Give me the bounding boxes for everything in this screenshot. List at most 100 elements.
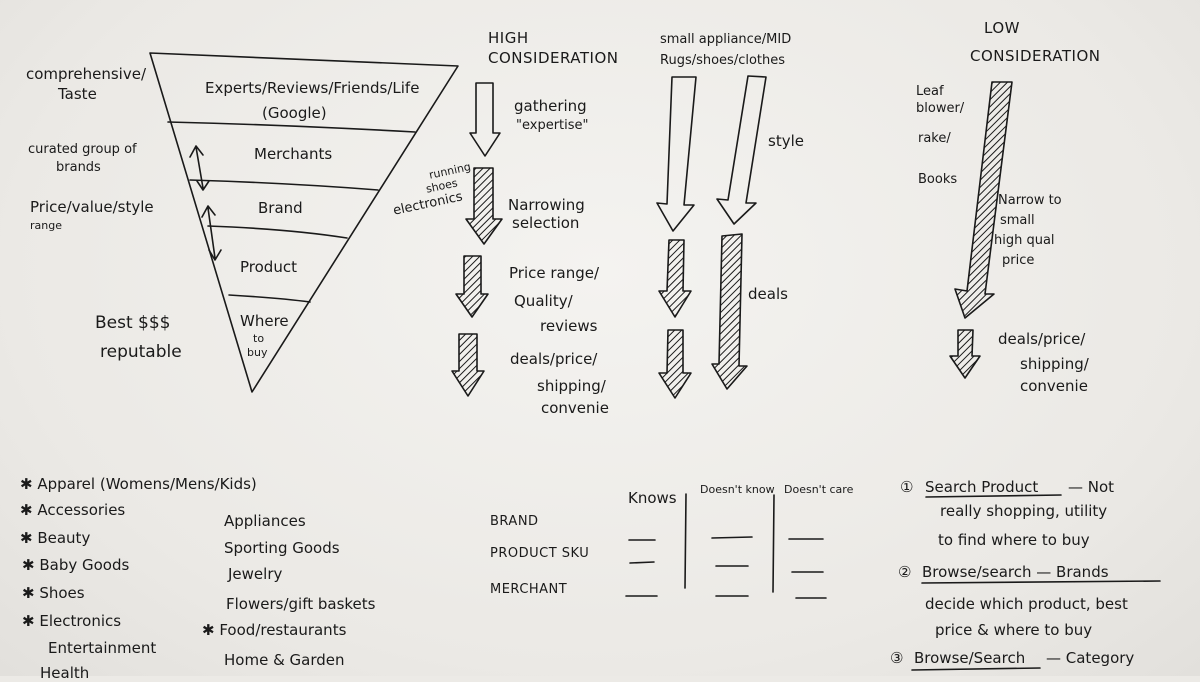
funnel-label-price: Price/value/style — [30, 198, 154, 216]
category-label: Food/restaurants — [219, 621, 347, 639]
funnel-level-where: Where — [240, 312, 289, 330]
category-left-6: Entertainment — [48, 639, 157, 657]
high-narrowing-2: selection — [512, 214, 580, 232]
funnel-label-best: Best $$$ — [95, 313, 171, 333]
matrix-blank — [711, 536, 753, 597]
low-items-blower: blower/ — [916, 101, 965, 116]
matrix-divider-1 — [684, 493, 687, 589]
mode-3-rest: — Category — [1046, 649, 1135, 667]
matrix-col-doesnt-care: Doesn't care — [784, 483, 854, 496]
category-right-4: ✱ Food/restaurants — [202, 621, 347, 639]
bracket-arrow-lower — [201, 205, 222, 261]
mid-style: style — [768, 132, 804, 150]
low-items-books: Books — [918, 172, 958, 187]
high-gathering-1: gathering — [514, 97, 587, 115]
mode-1-number: ① — [900, 478, 914, 496]
category-right-3: Flowers/gift baskets — [226, 595, 376, 613]
low-heading-2: CONSIDERATION — [970, 47, 1101, 65]
bracket-arrow-upper — [189, 145, 210, 191]
mode-1-line-2: really shopping, utility — [940, 502, 1108, 520]
funnel-outline — [149, 52, 459, 393]
category-right-1: Sporting Goods — [224, 539, 340, 557]
category-left-7: Health — [40, 664, 90, 682]
funnel-label-range: range — [30, 219, 62, 232]
mode-1-line-3: to find where to buy — [938, 531, 1090, 549]
high-arrow-2 — [465, 167, 503, 245]
funnel-level-merchants: Merchants — [254, 145, 333, 163]
matrix-col-doesnt-know: Doesn't know — [700, 483, 775, 496]
funnel-level-product: Product — [240, 258, 297, 276]
category-left-5: ✱ Electronics — [22, 612, 122, 630]
matrix-divider-2 — [772, 494, 775, 593]
matrix-row-product-sku: PRODUCT SKU — [490, 546, 590, 561]
low-narrow-3: high qual — [994, 233, 1055, 248]
category-left-1: ✱ Accessories — [20, 501, 126, 519]
mode-2-line-2: decide which product, best — [925, 595, 1128, 613]
high-price-3: reviews — [540, 317, 598, 335]
high-arrow-3 — [455, 255, 489, 318]
category-label: Electronics — [39, 612, 122, 630]
category-right-2: Jewelry — [228, 565, 283, 583]
low-deals-2: shipping/ — [1020, 355, 1089, 373]
mode-1-underline — [925, 494, 1062, 498]
high-arrow-1 — [469, 82, 501, 157]
mid-heading-1: small appliance/MID — [660, 32, 792, 47]
funnel-divider-2 — [189, 179, 379, 191]
funnel-level-brand: Brand — [258, 199, 303, 217]
category-label: Baby Goods — [39, 556, 130, 574]
low-arrow-2 — [949, 329, 981, 379]
high-deals-1: deals/price/ — [510, 350, 598, 368]
matrix-blank — [788, 538, 827, 599]
funnel-label-brands: brands — [56, 160, 101, 175]
low-narrow-1: Narrow to — [998, 193, 1062, 208]
category-label: Accessories — [37, 501, 126, 519]
funnel-level-google: (Google) — [262, 104, 327, 122]
funnel-level-to: to — [253, 332, 265, 345]
low-items-leaf: Leaf — [916, 84, 944, 99]
mode-2-number: ② — [898, 563, 912, 581]
funnel-label-reputable: reputable — [100, 342, 182, 362]
category-left-3: ✱ Baby Goods — [22, 556, 130, 574]
low-narrow-2: small — [1000, 213, 1035, 228]
category-left-0: ✱ Apparel (Womens/Mens/Kids) — [20, 475, 257, 493]
mode-2-line-3: price & where to buy — [935, 621, 1093, 639]
category-left-2: ✱ Beauty — [20, 529, 91, 547]
funnel-label-comprehensive: comprehensive/ — [26, 65, 147, 83]
mid-arrow-left-3 — [658, 329, 692, 399]
low-arrow-1 — [954, 81, 1013, 319]
mid-arrow-right-1 — [716, 75, 767, 225]
funnel-divider-1 — [167, 121, 416, 133]
funnel-level-buy: buy — [247, 346, 268, 359]
high-heading-1: HIGH — [488, 29, 529, 47]
low-heading-1: LOW — [984, 19, 1020, 37]
mid-arrow-left-2 — [658, 239, 692, 318]
high-deals-2: shipping/ — [537, 377, 606, 395]
low-narrow-4: price — [1002, 253, 1035, 268]
high-price-1: Price range/ — [509, 264, 600, 282]
mid-arrow-left-1 — [656, 76, 697, 232]
funnel-divider-3 — [207, 225, 348, 239]
high-price-2: Quality/ — [514, 292, 573, 310]
mode-3-title: Browse/Search — [914, 649, 1026, 667]
mode-1-title: Search Product — [925, 478, 1039, 496]
category-label: Shoes — [39, 584, 85, 602]
low-deals-3: convenie — [1020, 377, 1088, 395]
high-arrow-4 — [451, 333, 485, 397]
mode-3-number: ③ — [890, 649, 904, 667]
mid-heading-2: Rugs/shoes/clothes — [660, 53, 786, 68]
high-gathering-2: "expertise" — [516, 118, 589, 133]
low-deals-1: deals/price/ — [998, 330, 1086, 348]
low-items-rake: rake/ — [918, 131, 951, 146]
mid-deals: deals — [748, 285, 788, 303]
funnel-label-taste: Taste — [58, 85, 97, 103]
high-narrowing-1: Narrowing — [508, 196, 585, 214]
category-label: Apparel (Womens/Mens/Kids) — [37, 475, 257, 493]
high-deals-3: convenie — [541, 399, 609, 417]
mid-arrow-right-2 — [711, 233, 748, 390]
funnel-divider-4 — [228, 294, 311, 303]
high-heading-2: CONSIDERATION — [488, 49, 619, 67]
category-label: Beauty — [37, 529, 91, 547]
matrix-row-merchant: MERCHANT — [490, 582, 568, 597]
